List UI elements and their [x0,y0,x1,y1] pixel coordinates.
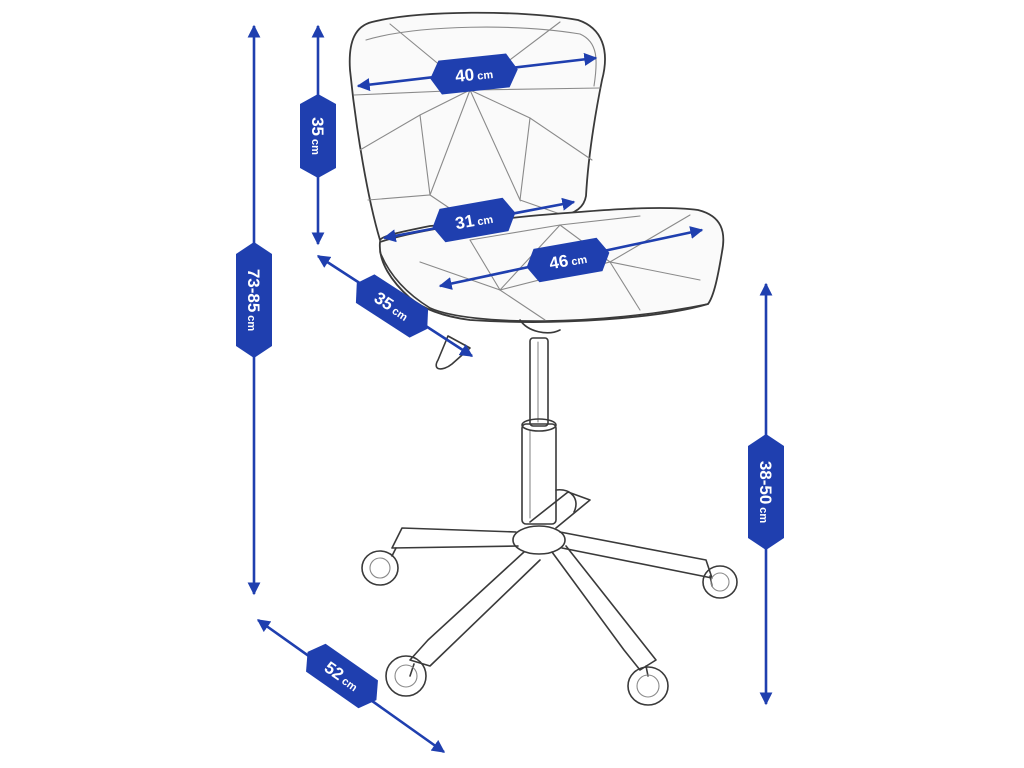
backrest-height-value: 35 [308,117,327,136]
seat-height-unit: cm [757,507,769,523]
label-seat-width-back: 31cm [432,197,516,243]
caster-left [361,547,399,586]
label-seat-width-front: 46cm [526,237,610,283]
backrest-width-unit: cm [477,69,494,83]
svg-text:31cm: 31cm [454,208,495,233]
svg-text:46cm: 46cm [548,248,589,273]
svg-text:35cm: 35 cm [308,117,327,155]
label-seat-height: 38-50 cm [748,434,784,550]
label-seat-depth: 35cm [355,274,429,338]
total-height-value: 73-85 [244,269,263,312]
seat-width-back-value: 31 [454,211,476,233]
seat-width-front-unit: cm [570,254,588,269]
total-height-unit: cm [245,315,257,331]
svg-text:73-85cm: 73-85 cm [244,269,263,332]
caster-front-right [627,665,669,706]
caster-right [702,565,738,599]
svg-text:38-50cm: 38-50 cm [756,461,775,524]
backrest-width-value: 40 [454,65,475,86]
seat-width-back-unit: cm [476,214,494,229]
seat-height-value: 38-50 [756,461,775,504]
backrest-height-unit: cm [309,139,321,155]
seat-width-front-value: 46 [548,251,570,273]
label-total-height: 73-85 cm [236,242,272,358]
office-chair-illustration [348,11,738,706]
caster-front-left [385,655,427,697]
label-backrest-height: 35 cm [300,94,336,178]
label-base-diameter: 52cm [306,643,378,709]
